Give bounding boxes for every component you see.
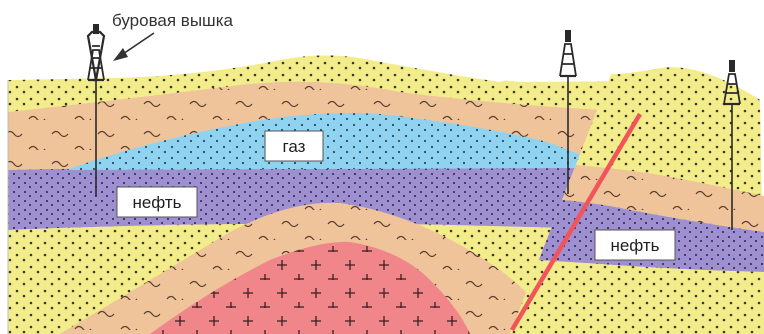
- gas-label-text: газ: [283, 137, 306, 156]
- oil-label-left-text: нефть: [132, 193, 181, 212]
- drilling-rig-caption: буровая вышка: [112, 11, 234, 30]
- gas-label: газ: [265, 131, 323, 161]
- oil-label-right: нефть: [595, 230, 675, 260]
- oil-label-left: нефть: [117, 187, 197, 217]
- oil-label-right-text: нефть: [610, 236, 659, 255]
